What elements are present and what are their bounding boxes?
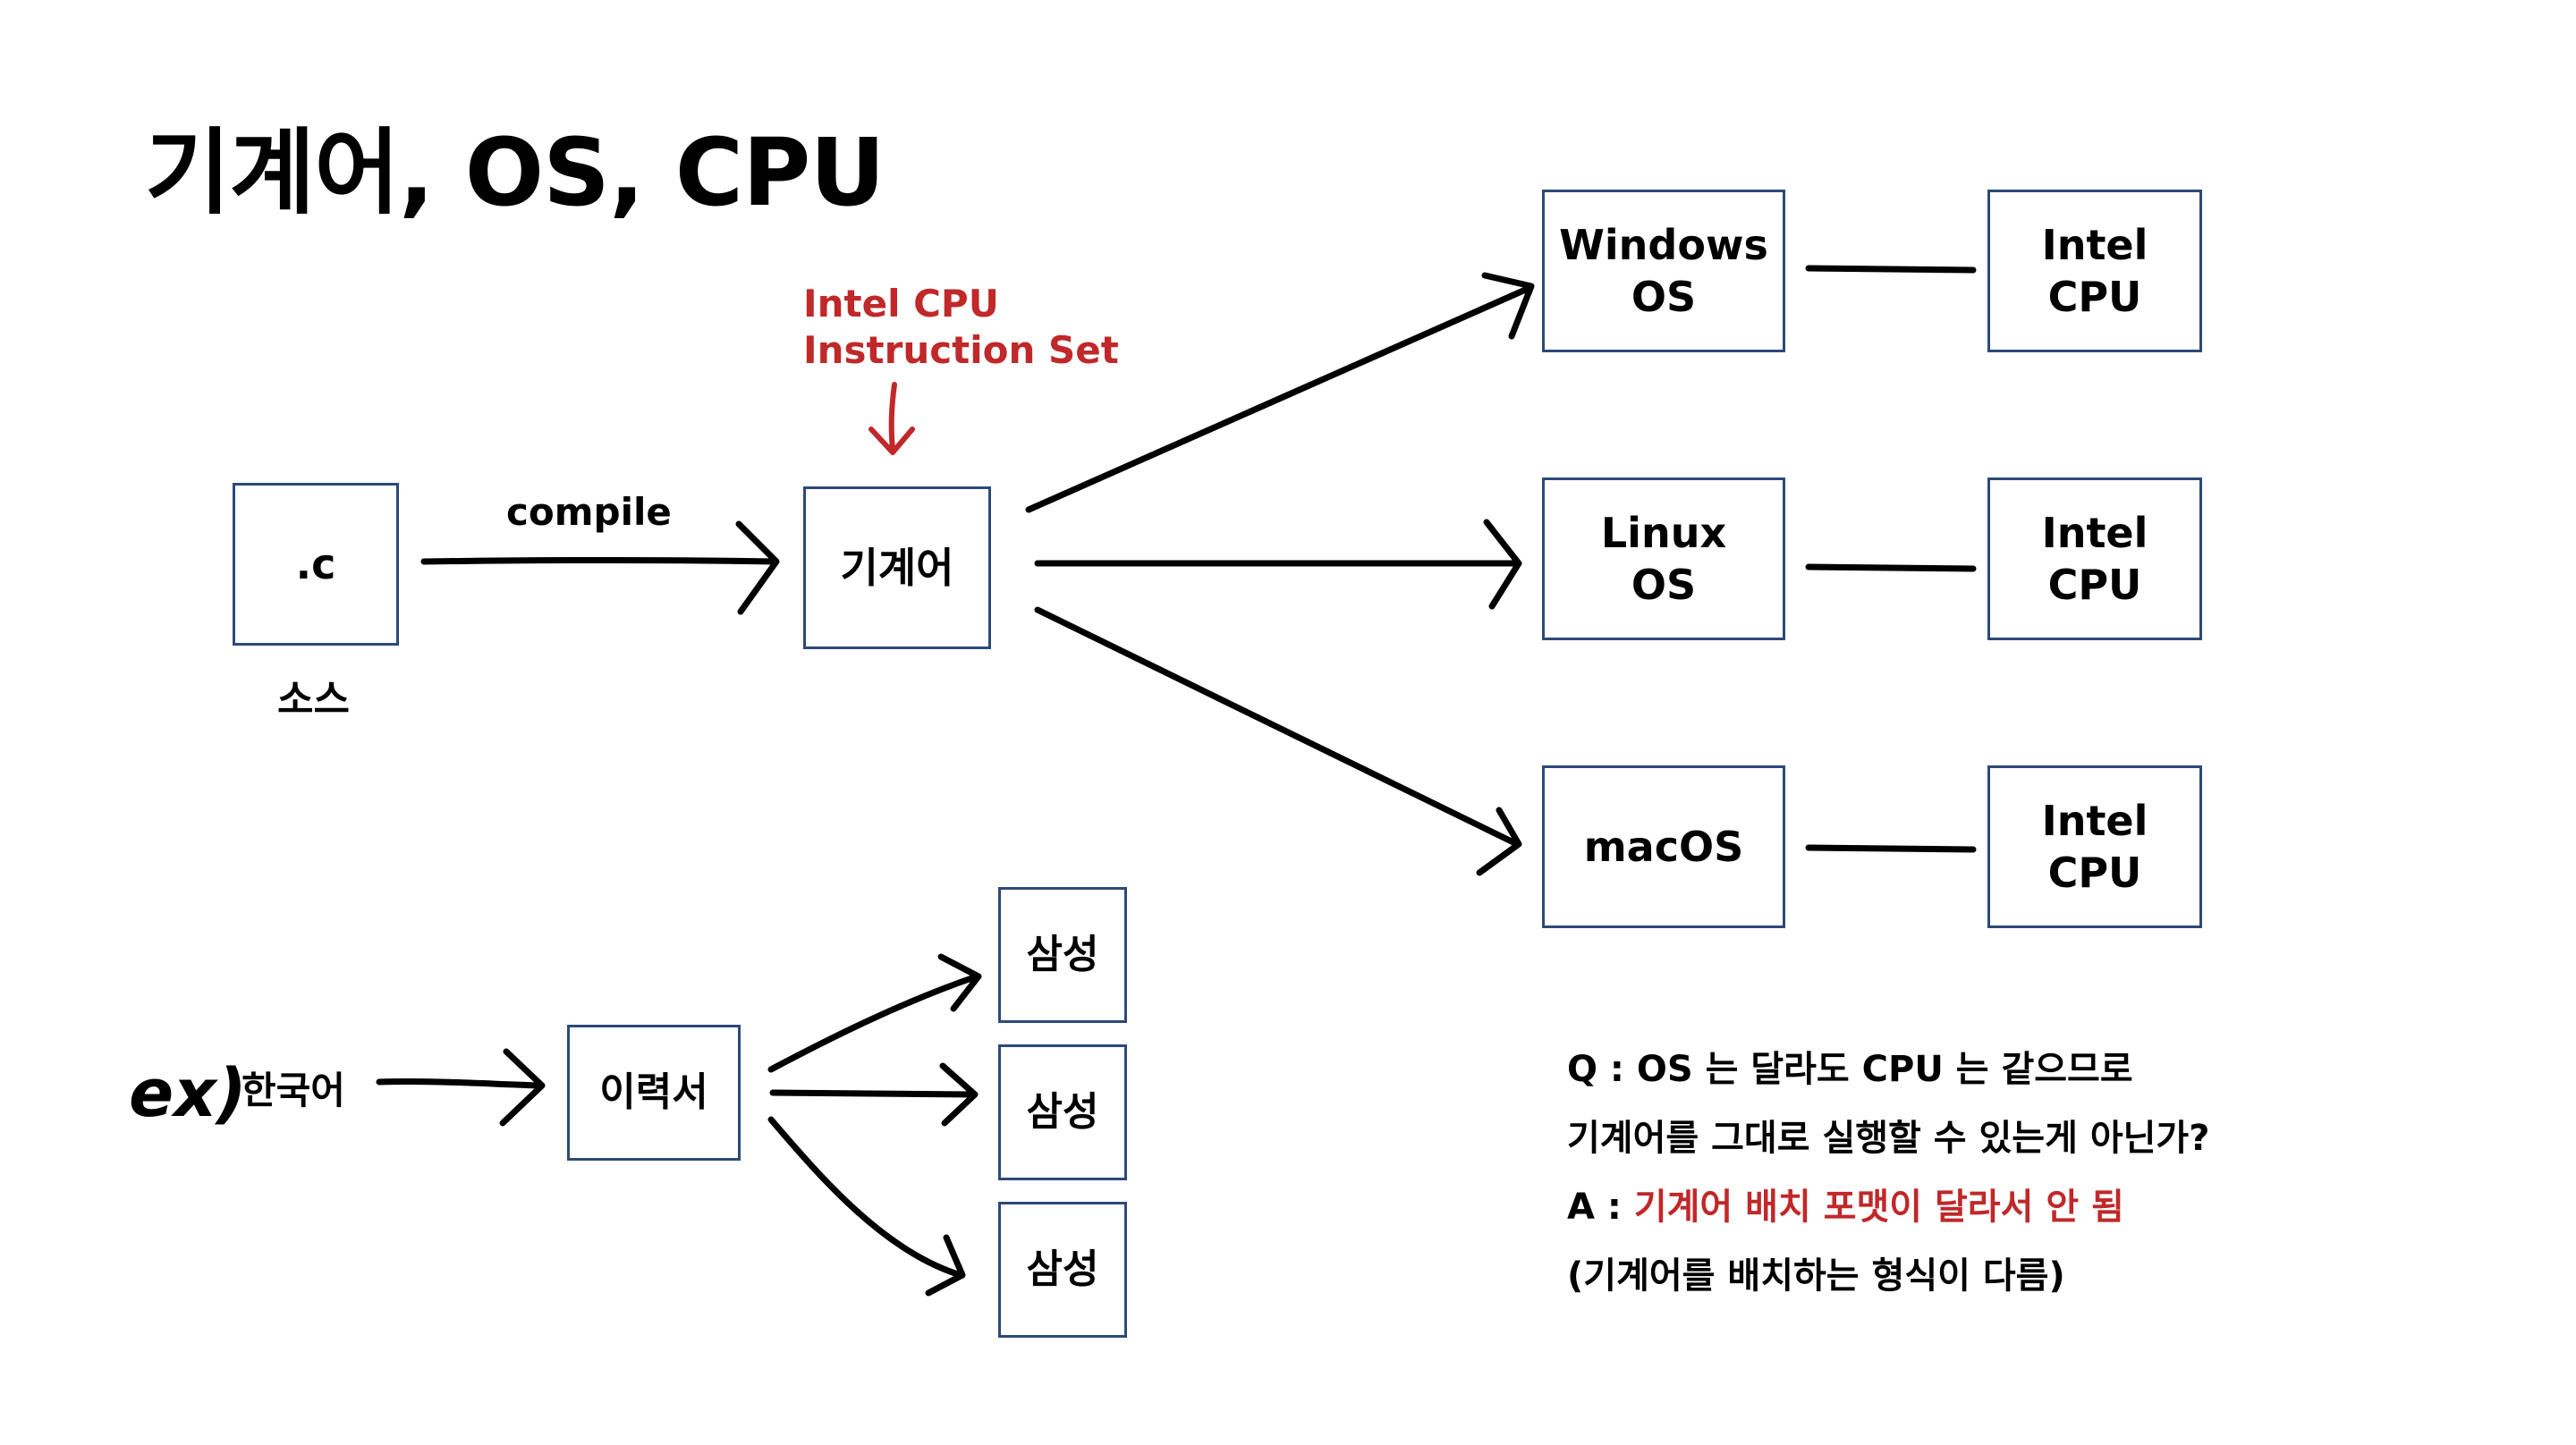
- connector-linux-cpu: [1805, 563, 1977, 572]
- source-box-label: .c: [295, 540, 336, 588]
- cpu-box-line2: CPU: [2047, 849, 2142, 897]
- resume-box: 이력서: [567, 1025, 741, 1161]
- qa-block: Q : OS 는 달라도 CPU 는 같으므로 기계어를 그대로 실행할 수 있…: [1567, 1035, 2209, 1311]
- cpu-box-line2: CPU: [2047, 561, 2142, 609]
- example-source-label: 한국어: [242, 1069, 345, 1112]
- ex-mark: ex): [129, 1055, 247, 1132]
- question-line1: Q : OS 는 달라도 CPU 는 같으므로: [1567, 1049, 2133, 1090]
- connector-macos-cpu: [1805, 844, 1977, 853]
- os-box-line2: OS: [1631, 561, 1697, 609]
- instruction-arrow: [869, 382, 915, 455]
- os-box-windows: Windows OS: [1542, 190, 1785, 352]
- samsung-box-label: 삼성: [1026, 1246, 1099, 1292]
- answer-prefix: A :: [1567, 1187, 1634, 1228]
- samsung-box-3: 삼성: [998, 1202, 1127, 1338]
- connector-windows-cpu: [1805, 265, 1977, 274]
- answer-line2: (기계어를 배치하는 형식이 다름): [1567, 1255, 2065, 1297]
- os-box-line1: Linux: [1600, 509, 1727, 557]
- arrow-to-linux: [1034, 519, 1522, 610]
- instruction-note: Intel CPU Instruction Set: [803, 281, 1119, 374]
- compile-arrow: [420, 520, 780, 615]
- arrow-to-samsung-2: [769, 1062, 979, 1127]
- samsung-box-1: 삼성: [998, 887, 1127, 1023]
- answer-line1: A : 기계어 배치 포맷이 달라서 안 됨: [1567, 1173, 2209, 1242]
- instruction-note-line1: Intel CPU: [803, 282, 999, 325]
- os-box-linux: Linux OS: [1542, 477, 1785, 640]
- arrow-to-macos: [1034, 606, 1522, 876]
- machine-code-box: 기계어: [803, 486, 991, 649]
- cpu-box-macos: Intel CPU: [1987, 765, 2202, 928]
- page-title: 기계어, OS, CPU: [145, 118, 886, 227]
- arrow-to-windows: [1025, 272, 1535, 513]
- samsung-box-2: 삼성: [998, 1044, 1127, 1180]
- source-caption: 소스: [277, 677, 350, 722]
- samsung-box-label: 삼성: [1026, 1089, 1099, 1135]
- compile-label: compile: [506, 490, 672, 534]
- answer-text: 기계어 배치 포맷이 달라서 안 됨: [1633, 1187, 2124, 1228]
- samsung-box-label: 삼성: [1026, 932, 1099, 977]
- cpu-box-linux: Intel CPU: [1987, 477, 2202, 640]
- source-box: .c: [233, 483, 399, 646]
- os-box-line1: macOS: [1583, 823, 1744, 871]
- cpu-box-windows: Intel CPU: [1987, 190, 2202, 352]
- cpu-box-line1: Intel: [2041, 797, 2148, 845]
- cpu-box-line2: CPU: [2047, 273, 2142, 321]
- arrow-korean-to-resume: [376, 1048, 546, 1127]
- cpu-box-line1: Intel: [2041, 509, 2148, 557]
- os-box-line2: OS: [1631, 273, 1697, 321]
- instruction-note-line2: Instruction Set: [803, 328, 1119, 372]
- cpu-box-line1: Intel: [2041, 221, 2148, 269]
- arrow-to-samsung-1: [767, 953, 982, 1073]
- machine-code-label: 기계어: [840, 544, 954, 592]
- question-line2: 기계어를 그대로 실행할 수 있는게 아닌가?: [1567, 1118, 2210, 1159]
- resume-box-label: 이력서: [599, 1069, 708, 1115]
- arrow-to-samsung-3: [767, 1116, 966, 1297]
- os-box-line1: Windows: [1559, 221, 1768, 269]
- ex-label: ex): [129, 1055, 247, 1132]
- os-box-macos: macOS: [1542, 765, 1785, 928]
